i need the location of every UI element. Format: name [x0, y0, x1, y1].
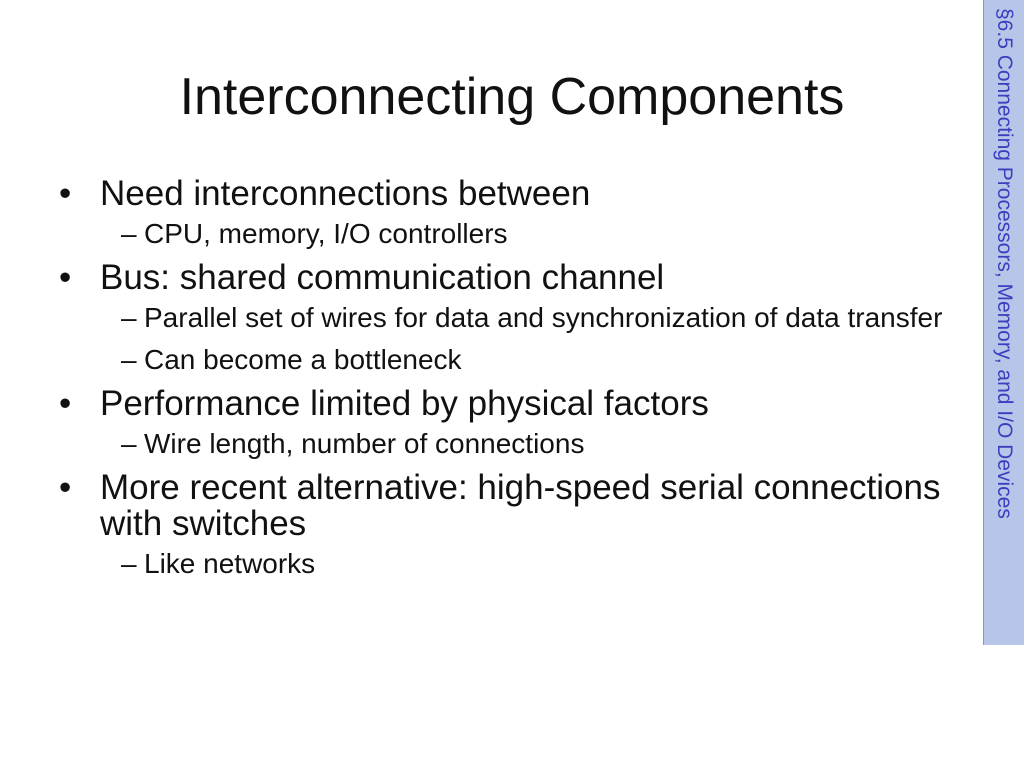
sub-bullet-text: Parallel set of wires for data and synch… [144, 302, 943, 333]
dash-icon: – [121, 548, 137, 579]
sub-bullet-item: – Can become a bottleneck [55, 344, 955, 376]
sub-bullet-item: – Parallel set of wires for data and syn… [55, 302, 955, 334]
sub-bullet-item: – CPU, memory, I/O controllers [55, 218, 955, 250]
dash-icon: – [121, 302, 137, 333]
bullet-item: • More recent alternative: high-speed se… [55, 470, 955, 542]
dash-icon: – [121, 428, 137, 459]
bullet-icon: • [59, 468, 72, 507]
bullet-item: • Performance limited by physical factor… [55, 386, 955, 422]
bullet-icon: • [59, 384, 72, 423]
sub-bullet-text: Wire length, number of connections [144, 428, 585, 459]
bullet-icon: • [59, 174, 72, 213]
sub-bullet-item: – Wire length, number of connections [55, 428, 955, 460]
bullet-icon: • [59, 258, 72, 297]
bullet-text: Performance limited by physical factors [100, 384, 709, 423]
bullet-text: More recent alternative: high-speed seri… [100, 468, 941, 543]
slide-title: Interconnecting Components [179, 68, 845, 126]
dash-icon: – [121, 218, 137, 249]
bullet-list: • Need interconnections between – CPU, m… [55, 176, 955, 590]
bullet-text: Need interconnections between [100, 174, 591, 213]
sub-bullet-text: Like networks [144, 548, 316, 579]
sub-bullet-text: CPU, memory, I/O controllers [144, 218, 508, 249]
dash-icon: – [121, 344, 137, 375]
bullet-text: Bus: shared communication channel [100, 258, 665, 297]
bullet-item: • Need interconnections between [55, 176, 955, 212]
section-label: §6.5 Connecting Processors, Memory, and … [993, 8, 1016, 519]
sub-bullet-item: – Like networks [55, 548, 955, 580]
section-side-tab: §6.5 Connecting Processors, Memory, and … [983, 0, 1024, 645]
bullet-item: • Bus: shared communication channel [55, 260, 955, 296]
sub-bullet-text: Can become a bottleneck [144, 344, 462, 375]
